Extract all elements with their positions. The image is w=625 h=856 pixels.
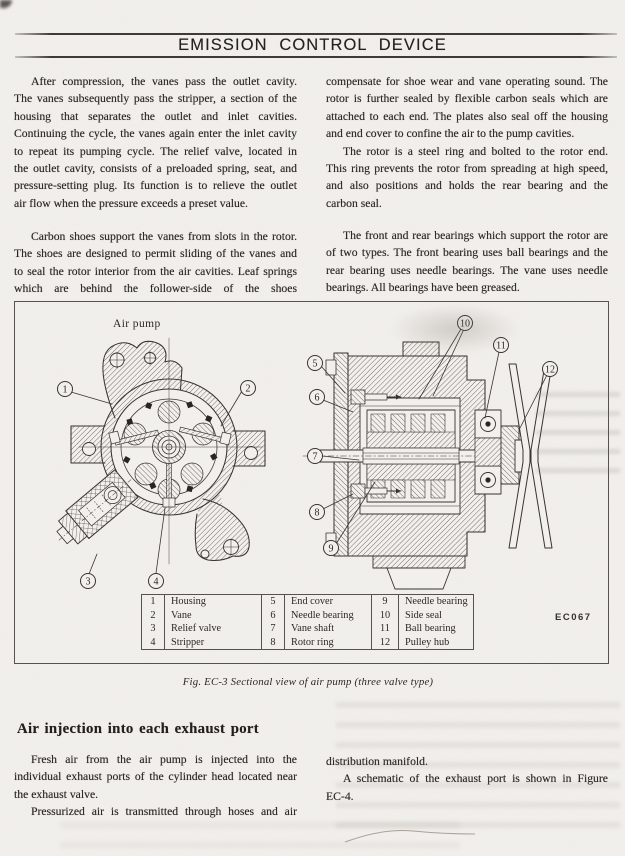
text-line: which are behind the follower-side of th… bbox=[14, 281, 297, 295]
pump-side-view bbox=[302, 341, 553, 590]
figure-code: EC067 bbox=[555, 612, 592, 623]
legend-label: Needle bearing bbox=[398, 594, 474, 609]
text-line: the outlet cavity, consists of a preload… bbox=[14, 162, 297, 176]
section-right-column: distribution manifold. A schematic of th… bbox=[326, 753, 608, 805]
table-row: 4 Stripper 8 Rotor ring 12 Pulley hub bbox=[141, 635, 474, 650]
legend-num: 11 bbox=[371, 622, 399, 636]
table-row: 2 Vane 6 Needle bearing 10 Side seal bbox=[141, 608, 474, 622]
text-line: A schematic of the exhaust port is shown… bbox=[343, 772, 608, 786]
callout-6: 6 bbox=[315, 393, 320, 404]
legend-num: 4 bbox=[141, 635, 165, 650]
callout-5: 5 bbox=[313, 359, 318, 370]
text-line: to repeat its pumping cycle. The relief … bbox=[14, 144, 297, 158]
legend-label: End cover bbox=[284, 594, 372, 609]
text-line: bearings. All bearings have been greased… bbox=[326, 280, 520, 294]
legend-label: Vane bbox=[164, 608, 262, 622]
text-line: to seal the rotor interior from the air … bbox=[14, 264, 297, 278]
legend-num: 7 bbox=[261, 622, 285, 636]
text-line: of two types. The front bearing uses bal… bbox=[326, 246, 608, 260]
figure-label: Air pump bbox=[113, 318, 161, 330]
table-row: 3 Relief valve 7 Vane shaft 11 Ball bear… bbox=[141, 622, 474, 636]
legend-num: 12 bbox=[371, 635, 399, 650]
section-left-column: Fresh air from the air pump is injected … bbox=[14, 751, 297, 821]
text-line: compensate for shoe wear and vane operat… bbox=[326, 75, 608, 88]
legend-num: 9 bbox=[371, 594, 399, 609]
callout-4: 4 bbox=[154, 577, 159, 588]
text-line: air flow when the pressure exceeds a pre… bbox=[14, 196, 248, 210]
text-line: Pressurized air is transmitted through h… bbox=[31, 805, 297, 819]
text-line: This ring prevents the rotor from spread… bbox=[326, 162, 608, 176]
text-line: The vanes subsequently pass the stripper… bbox=[14, 92, 297, 106]
text-line: carbon seal. bbox=[326, 196, 382, 210]
callout-9: 9 bbox=[329, 544, 334, 555]
legend-label: Stripper bbox=[164, 635, 262, 650]
legend-label: Pulley hub bbox=[398, 635, 474, 650]
legend-num: 10 bbox=[371, 608, 399, 622]
text-line: distribution manifold. bbox=[326, 755, 428, 768]
pencil-mark bbox=[344, 830, 476, 843]
callout-12: 12 bbox=[545, 365, 555, 376]
intro-right-column: compensate for shoe wear and vane operat… bbox=[326, 73, 608, 296]
legend-label: Side seal bbox=[398, 608, 474, 622]
callout-10: 10 bbox=[460, 319, 470, 330]
legend-num: 8 bbox=[261, 635, 285, 650]
legend-label: Housing bbox=[164, 594, 262, 609]
text-line: Continuing the cycle, the vanes again en… bbox=[14, 127, 297, 141]
section-heading: Air injection into each exhaust port bbox=[17, 721, 260, 737]
figure-caption: Fig. EC-3 Sectional view of air pump (th… bbox=[182, 676, 434, 688]
scan-smudge bbox=[60, 822, 460, 850]
legend-label: Needle bearing bbox=[284, 608, 372, 622]
scan-smudge bbox=[0, 0, 12, 8]
figure-legend-table: 1 Housing 5 End cover 9 Needle bearing 2… bbox=[141, 594, 474, 650]
text-line: Carbon shoes support the vanes from slot… bbox=[31, 229, 297, 243]
paragraph-gap bbox=[326, 212, 608, 227]
legend-num: 2 bbox=[141, 608, 165, 622]
intro-left-column: After compression, the vanes pass the ou… bbox=[14, 73, 297, 297]
text-line: rear bearing uses needle bearings. The v… bbox=[326, 263, 608, 277]
text-line: pressure-setting plug. Its function is t… bbox=[14, 179, 297, 193]
paragraph-gap bbox=[14, 212, 297, 228]
text-line: and also positions and holds the rear be… bbox=[326, 179, 608, 193]
text-line: The front and rear bearings which suppor… bbox=[343, 228, 608, 242]
text-line: EC-4. bbox=[326, 789, 354, 803]
callout-7: 7 bbox=[313, 452, 318, 463]
legend-num: 1 bbox=[141, 594, 165, 609]
figure-box: Air pump bbox=[14, 301, 609, 664]
legend-label: Ball bearing bbox=[398, 622, 474, 636]
text-line: housing that separates the outlet and in… bbox=[14, 109, 297, 123]
legend-num: 3 bbox=[141, 622, 165, 636]
legend-num: 5 bbox=[261, 594, 285, 609]
page-title: EMISSION CONTROL DEVICE bbox=[178, 36, 447, 54]
callout-2: 2 bbox=[246, 384, 251, 395]
callout-8: 8 bbox=[315, 508, 320, 519]
text-line: individual exhaust ports of the cylinder… bbox=[14, 770, 297, 784]
pump-front-view bbox=[56, 337, 266, 565]
text-line: attached to each end. The plates also se… bbox=[326, 109, 608, 123]
callout-1: 1 bbox=[63, 385, 68, 396]
legend-num: 6 bbox=[261, 608, 285, 622]
text-line: The shoes are designed to permit sliding… bbox=[14, 247, 297, 261]
text-line: the exhaust valve. bbox=[14, 787, 99, 801]
header-rule-top bbox=[15, 33, 617, 35]
legend-label: Vane shaft bbox=[284, 622, 372, 636]
table-row: 1 Housing 5 End cover 9 Needle bearing bbox=[141, 594, 474, 609]
text-line: After compression, the vanes pass the ou… bbox=[31, 75, 297, 88]
text-line: The rotor is a steel ring and bolted to … bbox=[343, 144, 608, 158]
callout-11: 11 bbox=[496, 341, 506, 352]
text-line: and end cover to confine the air to the … bbox=[326, 127, 575, 141]
text-line: rotor is further sealed by flexible carb… bbox=[326, 92, 608, 106]
header-rule-bottom bbox=[15, 56, 617, 58]
legend-label: Rotor ring bbox=[284, 635, 372, 650]
callout-3: 3 bbox=[86, 577, 91, 588]
legend-label: Relief valve bbox=[164, 622, 262, 636]
text-line: Fresh air from the air pump is injected … bbox=[31, 753, 297, 766]
